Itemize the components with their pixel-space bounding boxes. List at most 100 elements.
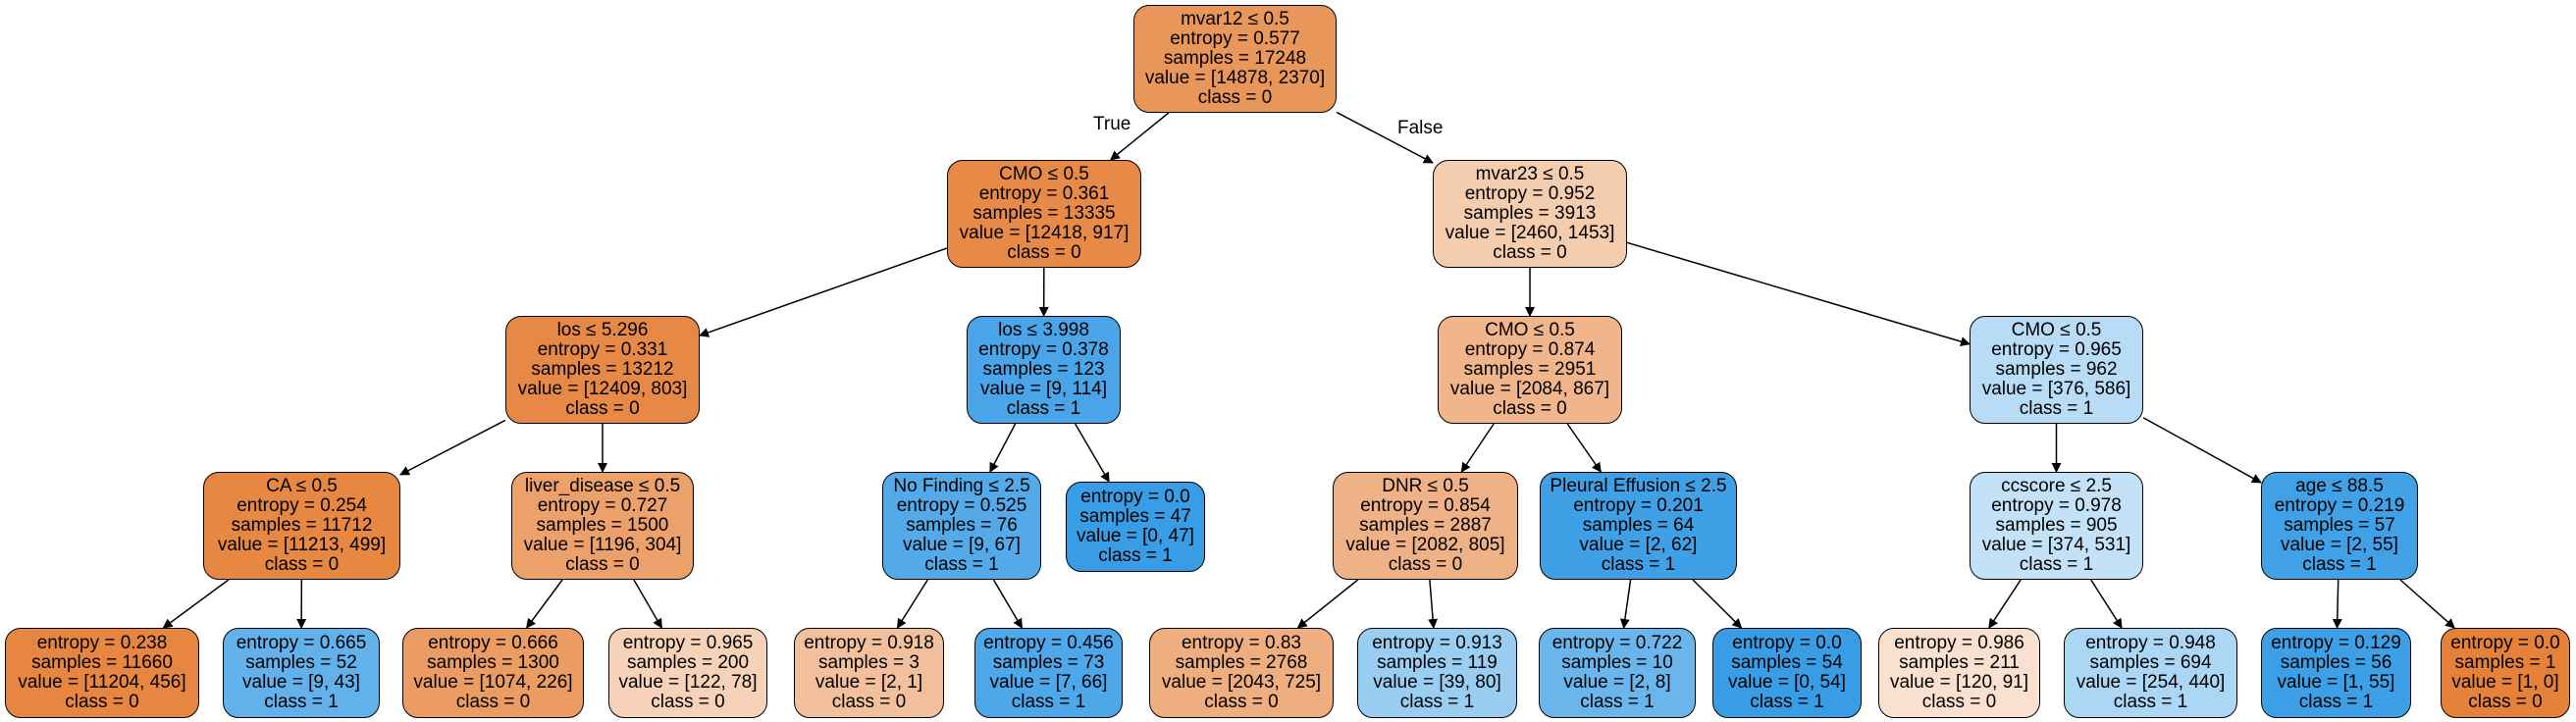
node-line: samples = 905: [1995, 515, 2118, 536]
node-line: class = 1: [2019, 554, 2094, 575]
node-line: los ≤ 3.998: [998, 320, 1089, 340]
edge-n8-n18: [633, 579, 662, 629]
node-line: class = 1: [1098, 545, 1173, 566]
node-line: samples = 3: [818, 652, 920, 673]
node-line: entropy = 0.201: [1573, 495, 1704, 516]
node-line: mvar12 ≤ 0.5: [1181, 9, 1289, 29]
edge-n0-n2: [1336, 111, 1434, 164]
node-line: entropy = 0.331: [537, 339, 668, 360]
node-line: entropy = 0.254: [237, 495, 367, 516]
node-line: class = 0: [1007, 242, 1081, 263]
node-line: value = [39, 80]: [1373, 672, 1501, 693]
node-line: value = [0, 54]: [1728, 672, 1846, 693]
node-line: samples = 56: [2280, 652, 2392, 673]
node-line: class = 1: [1399, 692, 1475, 712]
node-line: class = 1: [1601, 554, 1676, 575]
node-line: class = 0: [565, 554, 640, 575]
node-line: samples = 57: [2284, 515, 2395, 536]
node-line: samples = 1500: [536, 515, 669, 536]
node-line: entropy = 0.219: [2274, 495, 2405, 516]
edge-n5-n11: [1460, 423, 1495, 473]
node-line: mvar23 ≤ 0.5: [1475, 164, 1585, 184]
node-line: entropy = 0.0: [1080, 487, 1190, 507]
node-line: value = [2, 55]: [2281, 535, 2398, 555]
node-line: value = [11213, 499]: [217, 535, 387, 555]
node-line: value = [2, 1]: [815, 672, 923, 693]
edge-n12-n24: [1692, 579, 1743, 629]
node-line: samples = 211: [1899, 652, 2020, 673]
node-line: value = [11204, 456]: [18, 672, 186, 693]
node-line: class = 0: [1921, 692, 1997, 712]
edge-n9-n19: [896, 579, 928, 629]
node-line: class = 1: [924, 554, 999, 575]
node-line: value = [2, 62]: [1579, 535, 1698, 555]
node-line: value = [254, 440]: [2076, 672, 2226, 693]
node-line: class = 0: [651, 692, 725, 712]
edge-n0-n1: [1109, 112, 1170, 161]
edge-n9-n20: [992, 579, 1024, 629]
edge-n4-n9: [989, 423, 1017, 473]
node-line: CMO ≤ 0.5: [2011, 320, 2102, 340]
node-line: class = 1: [2302, 554, 2377, 575]
edge-label-true: True: [1093, 114, 1131, 134]
edge-n5-n12: [1566, 423, 1602, 473]
node-line: samples = 119: [1377, 652, 1498, 673]
node-line: samples = 11660: [31, 652, 173, 673]
node-line: class = 0: [2468, 692, 2543, 712]
node-line: value = [7, 66]: [989, 672, 1108, 693]
node-line: value = [1, 0]: [2451, 672, 2559, 693]
node-line: entropy = 0.0: [1732, 633, 1842, 653]
node-line: value = [1074, 226]: [413, 672, 573, 693]
node-line: class = 0: [1204, 692, 1279, 712]
node-line: value = [376, 586]: [1981, 379, 2131, 399]
node-line: class = 1: [2298, 692, 2374, 712]
node-line: entropy = 0.965: [622, 633, 754, 653]
edge-n14-n28: [2399, 579, 2455, 629]
edge-n3-n7: [399, 419, 506, 476]
node-line: class = 0: [565, 398, 640, 419]
node-line: samples = 13335: [973, 203, 1116, 224]
edge-n7-n15: [162, 579, 230, 629]
node-line: entropy = 0.918: [804, 633, 934, 653]
node-line: samples = 1300: [427, 652, 559, 673]
node-line: value = [9, 43]: [242, 672, 360, 693]
node-line: value = [2084, 867]: [1449, 379, 1610, 399]
node-line: entropy = 0.854: [1360, 495, 1491, 516]
node-line: samples = 47: [1079, 506, 1191, 527]
node-line: entropy = 0.238: [36, 633, 168, 653]
node-line: samples = 13212: [531, 359, 674, 380]
node-line: value = [2043, 725]: [1161, 672, 1322, 693]
node-line: class = 0: [1493, 398, 1567, 419]
node-line: entropy = 0.952: [1464, 183, 1596, 204]
node-line: CMO ≤ 0.5: [999, 164, 1089, 184]
node-line: liver_disease ≤ 0.5: [524, 476, 681, 496]
node-line: class = 1: [1750, 692, 1824, 712]
edge-n4-n10: [1074, 423, 1110, 483]
node-line: class = 0: [455, 692, 531, 712]
node-line: samples = 2887: [1359, 515, 1492, 536]
node-line: entropy = 0.874: [1464, 339, 1596, 360]
node-line: value = [12418, 917]: [959, 223, 1130, 243]
node-line: samples = 3913: [1463, 203, 1597, 224]
edge-n8-n17: [526, 579, 563, 629]
